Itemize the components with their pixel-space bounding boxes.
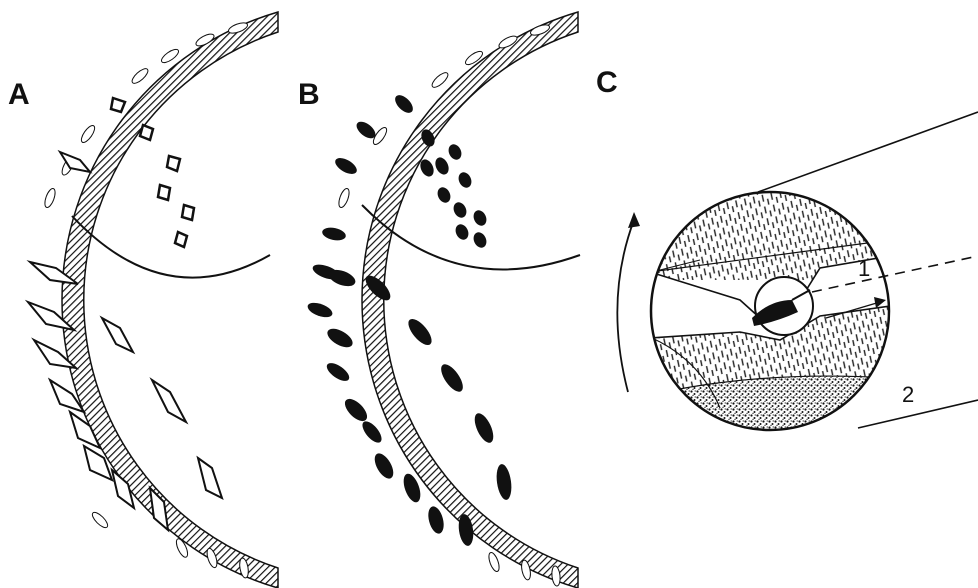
panel-b-hatched-wall bbox=[362, 12, 578, 588]
panel-c-label: C bbox=[596, 66, 618, 99]
callout-1: 1 bbox=[858, 256, 870, 281]
panel-c-rotation-arrow bbox=[617, 220, 634, 392]
panel-a-label: A bbox=[8, 78, 30, 111]
panel-b-small-dark-cells bbox=[418, 127, 489, 249]
panel-c-magnified-view bbox=[650, 190, 890, 440]
panel-a-hatched-wall bbox=[62, 12, 278, 588]
panel-a: A bbox=[8, 12, 278, 588]
panel-a-inner-curve bbox=[72, 216, 270, 278]
panel-c-rotation-arrowhead-icon bbox=[628, 212, 640, 228]
panel-b-label: B bbox=[298, 78, 320, 111]
panel-b: B bbox=[298, 12, 580, 588]
callout-2: 2 bbox=[902, 382, 914, 407]
panel-c: C 1 bbox=[596, 66, 978, 440]
